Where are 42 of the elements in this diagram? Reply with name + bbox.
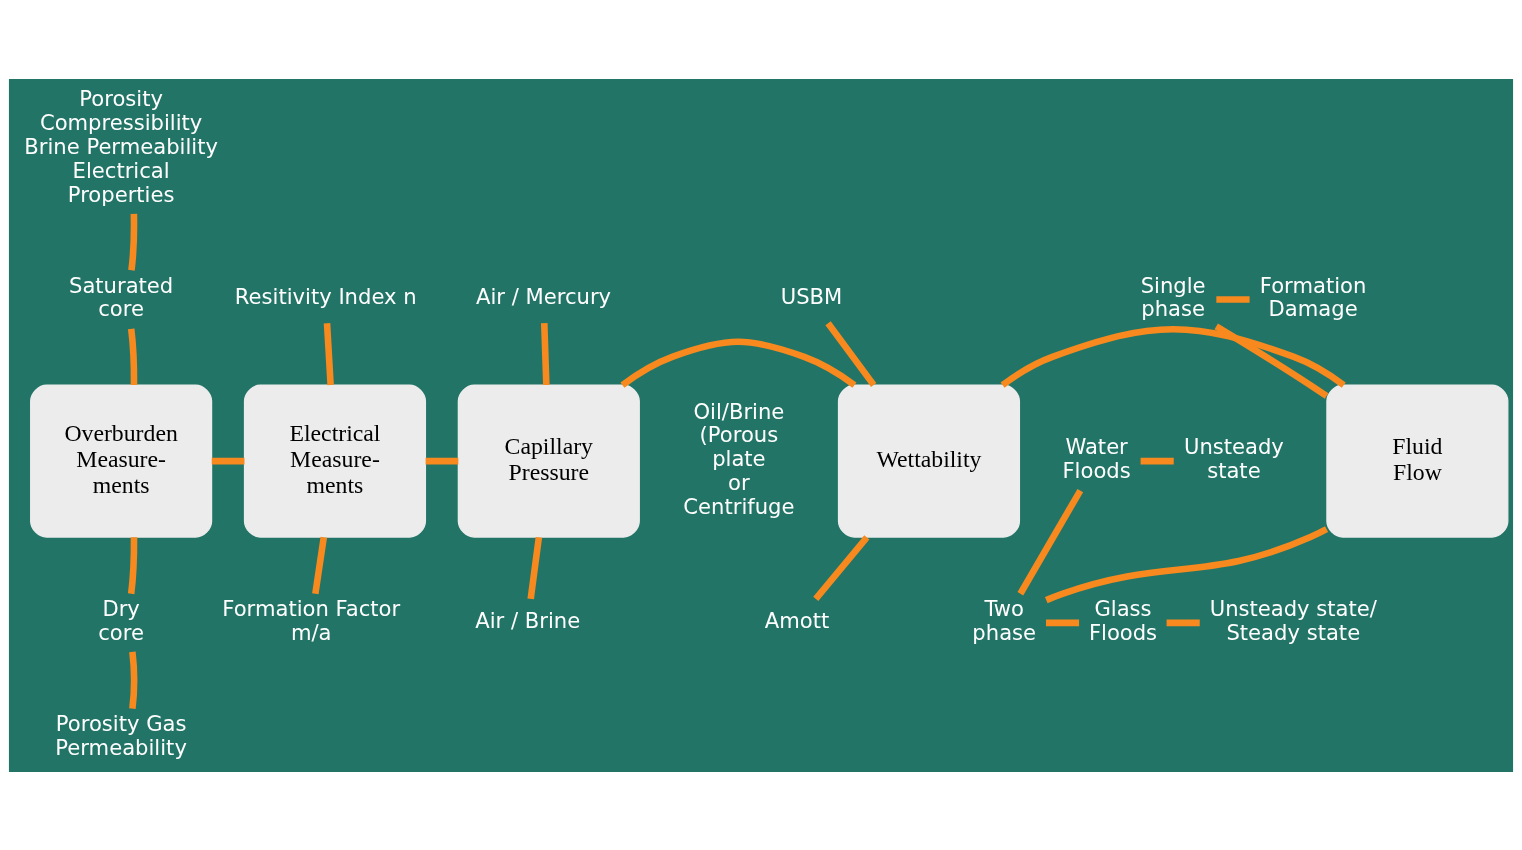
connector bbox=[129, 651, 138, 709]
node-text: Resitivity Index n bbox=[234, 283, 417, 309]
node-text: Air / Brine bbox=[475, 607, 581, 633]
connector bbox=[312, 536, 328, 594]
node-text: Saturated core bbox=[68, 272, 174, 321]
connector bbox=[1000, 325, 1346, 388]
node-box: Electrical Measure- ments bbox=[243, 384, 427, 538]
connector bbox=[825, 320, 877, 387]
connector bbox=[211, 457, 245, 464]
node-text: Porosity Compressibility Brine Permeability Electrical Properties bbox=[24, 85, 218, 206]
node-text: Unsteady state/ Steady state bbox=[1209, 595, 1377, 645]
connector bbox=[527, 536, 543, 599]
node-text: Formation Factor m/a bbox=[222, 595, 401, 645]
connector bbox=[1017, 488, 1084, 595]
node-box: Overburden Measure- ments bbox=[30, 384, 213, 538]
connector bbox=[127, 536, 138, 594]
node-text: USBM bbox=[780, 283, 843, 309]
node-text: Unsteady state bbox=[1183, 433, 1284, 483]
connector bbox=[540, 322, 550, 385]
connector bbox=[127, 327, 138, 385]
node-text: Formation Damage bbox=[1259, 272, 1367, 321]
connector bbox=[128, 213, 138, 271]
node-text: Glass Floods bbox=[1088, 595, 1158, 645]
connector bbox=[1216, 295, 1250, 303]
node-text: Dry core bbox=[98, 595, 144, 645]
node-label: Oil/Brine (Porous plate or Centrifuge bbox=[683, 398, 795, 519]
connector bbox=[1214, 323, 1329, 399]
node-text: Water Floods bbox=[1062, 433, 1131, 483]
connector bbox=[620, 338, 857, 388]
node-text: Amott bbox=[764, 607, 830, 633]
node-box: Capillary Pressure bbox=[457, 384, 640, 538]
connector bbox=[425, 457, 459, 464]
connector bbox=[1045, 619, 1080, 626]
connector bbox=[1044, 525, 1329, 603]
node-box: Fluid Flow bbox=[1326, 384, 1509, 538]
node-box: Wettability bbox=[837, 384, 1021, 538]
node-text: Air / Mercury bbox=[475, 283, 612, 309]
node-text: Single phase bbox=[1140, 272, 1206, 321]
connector bbox=[813, 534, 870, 601]
node-text: Porosity Gas Permeability bbox=[55, 710, 187, 760]
node-text: Two phase bbox=[972, 595, 1037, 645]
connector bbox=[323, 322, 334, 385]
